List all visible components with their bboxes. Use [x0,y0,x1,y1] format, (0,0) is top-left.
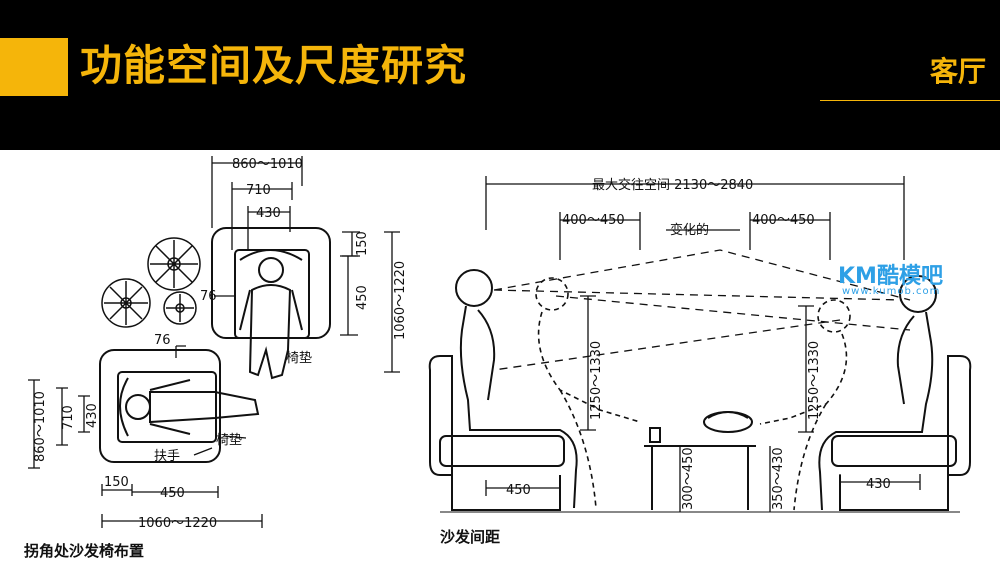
dim-top-inner: 430 [256,206,281,221]
watermark-url: www.kumob.com [842,286,941,297]
dim-left-mid: 710 [61,405,76,430]
dim-max-space: 最大交往空间 2130～2840 [592,177,753,193]
dim-var-left: 400～450 [562,213,625,228]
plant-icon [101,237,201,328]
dim-right-450: 450 [355,285,370,310]
person-left [455,269,578,509]
dim-var-right: 400～450 [752,213,815,228]
section-label: 客厅 [929,55,986,88]
dim-right-150: 150 [355,231,370,256]
watermark-logo: KM酷模吧 [838,264,943,289]
dim-bottom-overall: 1060～1220 [138,516,217,531]
dim-table-left: 300～450 [681,447,696,510]
dim-bottom-150: 150 [104,475,129,490]
sofa-chair-left [99,349,260,463]
dim-right-overall: 1060～1220 [393,261,408,340]
dim-var-center: 变化的 [670,222,709,238]
caption-left: 拐角处沙发椅布置 [24,542,145,560]
coffee-table [644,411,756,510]
dim-top-mid: 710 [246,183,271,198]
dim-left-overall: 860～1010 [33,391,48,462]
sofa-section-right [831,355,972,511]
label-cushion-top: 椅垫 [286,350,312,366]
dim-small-76b: 76 [154,333,171,348]
caption-right: 沙发间距 [440,528,501,546]
person-leaning-left [535,277,641,509]
dim-table-right: 350～430 [771,447,786,510]
dim-vert-left: 1250～1330 [589,341,604,420]
sofa-section-left [428,355,565,511]
header-rule [820,100,1000,101]
dim-top-overall: 860～1010 [232,157,303,172]
label-cushion-left: 椅垫 [216,432,242,448]
dim-small-76a: 76 [200,289,217,304]
dim-left-inner: 430 [85,403,100,428]
header-bar: 功能空间及尺度研究 客厅 [0,0,1000,150]
person-leaning-right [759,299,851,511]
sofa-chair-top [211,227,331,380]
drawing-figure: 860～1010 710 430 150 450 1060～1220 860～1… [0,150,1000,563]
person-right [818,275,937,511]
label-armrest: 扶手 [154,449,180,464]
dim-vert-right: 1250～1330 [807,341,822,420]
dim-seat-right: 430 [866,477,891,492]
accent-block [0,38,68,96]
page-title: 功能空间及尺度研究 [80,41,468,90]
dimension-drawing: 860～1010 710 430 150 450 1060～1220 860～1… [28,156,972,531]
dim-bottom-450: 450 [160,486,185,501]
dim-seat-left: 450 [506,483,531,498]
